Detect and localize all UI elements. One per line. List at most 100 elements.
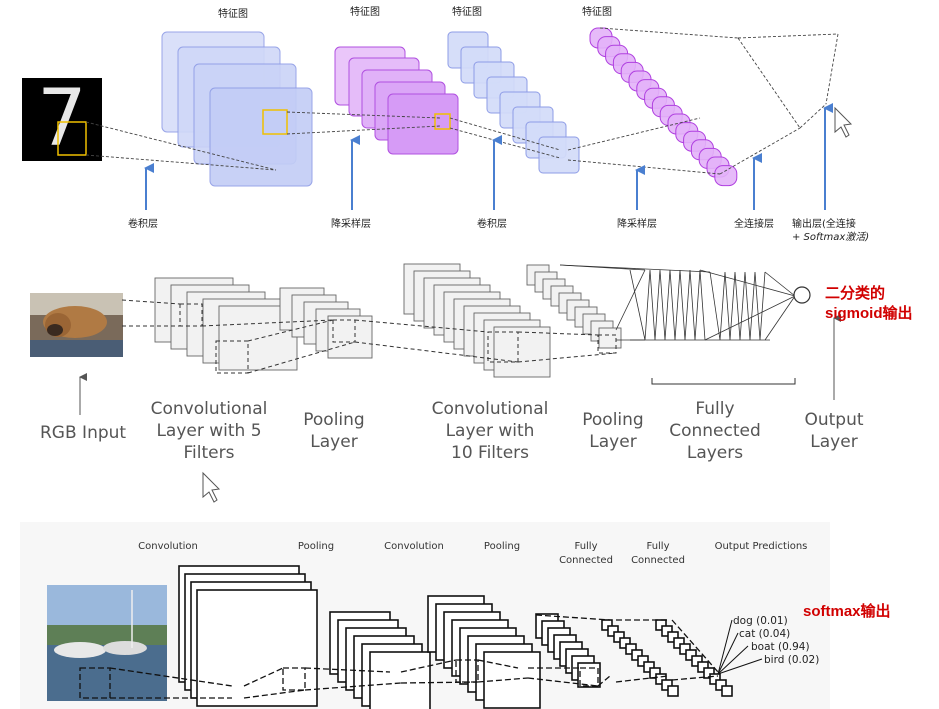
- bp-header-pool2: Pooling: [484, 541, 520, 552]
- stack-sheet: [643, 661, 655, 673]
- bottom-layer-stacks: [178, 565, 733, 709]
- layer-label-conv1: 卷积层: [128, 217, 158, 230]
- fc-label-1: Fully: [695, 399, 734, 419]
- stack-sheet: [625, 643, 637, 655]
- conv1-label-3: Filters: [184, 443, 235, 463]
- bp-header-pool1: Pooling: [298, 541, 334, 552]
- stack-sheet: [196, 589, 318, 707]
- output-layer-label-1: Output: [804, 410, 863, 430]
- pool2-label-1: Pooling: [582, 410, 643, 430]
- bp-header-output: Output Predictions: [715, 541, 808, 552]
- bottom-panel: Convolution Pooling Convolution Pooling …: [20, 522, 891, 709]
- conv1-label-2: Layer with 5: [156, 421, 261, 441]
- prediction-cat: cat (0.04): [739, 628, 790, 640]
- stack-sheet: [667, 685, 679, 697]
- c3-feature-maps: [447, 31, 580, 174]
- feature-map-label-1: 特征图: [218, 8, 248, 20]
- mouse-cursor-icon-2: [202, 471, 221, 503]
- digit-glyph: 7: [37, 74, 87, 164]
- stack-sheet: [637, 655, 649, 667]
- mid-pool2-stack: [526, 264, 622, 349]
- output-layer-label-2: Layer: [810, 432, 857, 452]
- layer-label-conv2: 卷积层: [477, 217, 507, 230]
- top-panel: 7 特征图 特征图 特征图 特征图: [22, 6, 869, 243]
- prediction-dog: dog (0.01): [733, 615, 788, 627]
- stack-sheet: [679, 643, 691, 655]
- stack-sheet: [369, 651, 431, 709]
- output-label-line1: 输出层(全连接: [792, 217, 856, 230]
- mid-fc-network: [559, 264, 796, 341]
- stack-sheet: [691, 655, 703, 667]
- bp-header-fc2-1: Fully: [646, 541, 669, 552]
- c1-feature-maps: [161, 31, 313, 187]
- top-layer-arrows: [144, 103, 833, 210]
- prediction-boat: boat (0.94): [751, 641, 810, 653]
- stack-sheet: [673, 637, 685, 649]
- stack-sheet: [697, 661, 709, 673]
- mid-conv2-stack: [403, 263, 551, 378]
- output-label-line2: + Softmax激活): [792, 231, 869, 243]
- sigmoid-note-line1: 二分类的: [825, 284, 885, 302]
- mid-arrows: [79, 314, 841, 415]
- prediction-bird: bird (0.02): [764, 654, 819, 666]
- boat-photo: [47, 585, 167, 701]
- stack-sheet: [714, 165, 738, 187]
- pool1-label-2: Layer: [310, 432, 357, 452]
- stack-sheet: [631, 649, 643, 661]
- feature-map-label-3: 特征图: [452, 6, 482, 18]
- fc-label-3: Layers: [687, 443, 743, 463]
- stack-sheet: [483, 651, 541, 709]
- bp-header-fc1-1: Fully: [574, 541, 597, 552]
- s2-feature-maps: [334, 46, 459, 155]
- stack-sheet: [715, 679, 727, 691]
- middle-panel: RGB Input Convolutional Layer with 5 Fil…: [30, 263, 913, 503]
- stack-sheet: [327, 315, 373, 359]
- layer-label-pool2: 降采样层: [617, 217, 657, 230]
- stack-sheet: [619, 637, 631, 649]
- s4-feature-maps: [589, 27, 738, 187]
- layer-label-fc: 全连接层: [734, 217, 774, 230]
- feature-map-label-2: 特征图: [350, 6, 380, 18]
- rgb-input-label: RGB Input: [40, 423, 126, 443]
- mouse-cursor-icon: [834, 106, 853, 138]
- stack-sheet: [709, 673, 721, 685]
- dog-photo: [30, 293, 123, 357]
- bottom-dashed-links: [79, 614, 719, 699]
- mid-dashed-windows: [121, 299, 617, 374]
- softmax-note: softmax输出: [803, 602, 891, 620]
- sigmoid-note-line2: sigmoid输出: [825, 304, 913, 322]
- fc-bracket: [651, 378, 796, 385]
- output-node: [793, 286, 811, 304]
- stack-sheet: [598, 327, 622, 349]
- stack-sheet: [667, 631, 679, 643]
- conv2-label-1: Convolutional: [432, 399, 549, 419]
- mid-pool1-stack: [279, 287, 373, 359]
- feature-map-label-4: 特征图: [582, 6, 612, 18]
- conv2-label-3: 10 Filters: [451, 443, 529, 463]
- bp-header-conv1: Convolution: [138, 541, 198, 552]
- stack-sheet: [601, 619, 613, 631]
- stack-sheet: [661, 679, 673, 691]
- stack-sheet: [721, 685, 733, 697]
- pool2-label-2: Layer: [589, 432, 636, 452]
- bp-header-fc1-2: Connected: [559, 555, 613, 566]
- stack-sheet: [613, 631, 625, 643]
- input-digit-image: 7: [22, 74, 102, 164]
- stack-sheet: [661, 625, 673, 637]
- stack-sheet: [655, 673, 667, 685]
- bp-header-conv2: Convolution: [384, 541, 444, 552]
- stack-sheet: [538, 136, 580, 174]
- stack-sheet: [685, 649, 697, 661]
- stack-sheet: [493, 326, 551, 378]
- pool1-label-1: Pooling: [303, 410, 364, 430]
- bp-header-fc2-2: Connected: [631, 555, 685, 566]
- conv2-label-2: Layer with: [446, 421, 535, 441]
- mid-conv1-stack: [154, 277, 298, 371]
- stack-sheet: [703, 667, 715, 679]
- conv1-label-1: Convolutional: [151, 399, 268, 419]
- stack-sheet: [607, 625, 619, 637]
- layer-label-pool1: 降采样层: [331, 217, 371, 230]
- fc-label-2: Connected: [669, 421, 761, 441]
- stack-sheet: [577, 662, 601, 688]
